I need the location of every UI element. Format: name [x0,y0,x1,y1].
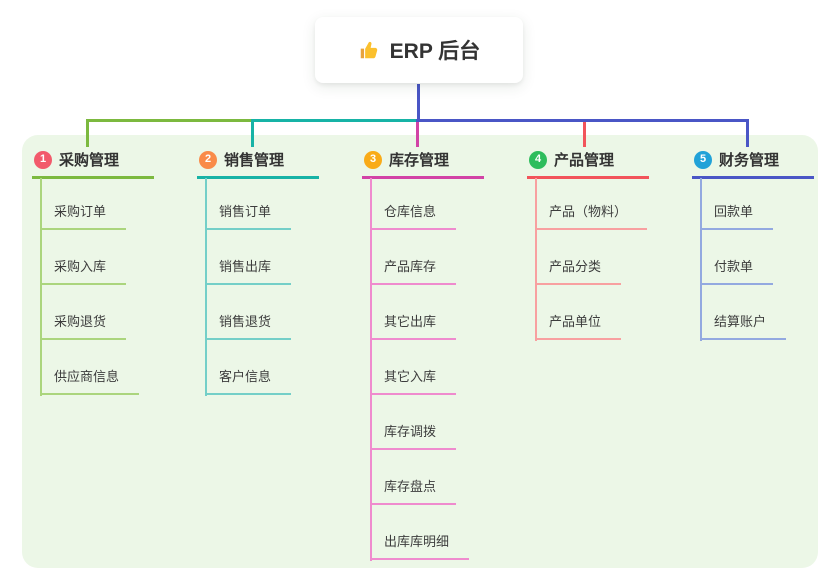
connector-drop-finance [746,119,749,147]
number-badge: 5 [694,150,712,169]
branches-background-panel [22,135,818,568]
child-node[interactable]: 回款单 [700,201,774,230]
connector-drop-inventory [416,122,419,147]
connector-children-line [205,178,207,396]
branch-header-finance[interactable]: 5 财务管理 [692,146,814,179]
connector-drop-product [583,122,586,147]
child-node[interactable]: 其它入库 [370,366,457,395]
connector-children-line [370,178,372,561]
child-node[interactable]: 仓库信息 [370,201,457,230]
connector-rail-right [416,119,749,122]
thumbs-up-icon [358,39,380,61]
branch-purchase: 1 采购管理 采购订单 采购入库 采购退货 供应商信息 [32,146,197,396]
branch-label: 产品管理 [554,152,615,169]
child-node[interactable]: 采购订单 [40,201,127,230]
child-node[interactable]: 付款单 [700,256,774,285]
branch-header-purchase[interactable]: 1 采购管理 [32,146,154,179]
child-node[interactable]: 库存盘点 [370,476,457,505]
child-node[interactable]: 采购退货 [40,311,127,340]
child-node[interactable]: 销售退货 [205,311,292,340]
branch-header-sales[interactable]: 2 销售管理 [197,146,319,179]
root-node[interactable]: ERP 后台 [315,17,523,83]
child-node[interactable]: 库存调拨 [370,421,457,450]
branch-label: 财务管理 [719,152,780,169]
connector-drop-sales [251,119,254,147]
number-badge: 3 [364,150,382,169]
connector-rail-purchase [86,119,253,122]
connector-rail-sales [251,119,418,122]
branch-sales: 2 销售管理 销售订单 销售出库 销售退货 客户信息 [197,146,362,396]
child-node[interactable]: 销售订单 [205,201,292,230]
child-node[interactable]: 出库库明细 [370,531,470,560]
child-node[interactable]: 其它出库 [370,311,457,340]
child-node[interactable]: 采购入库 [40,256,127,285]
branch-inventory: 3 库存管理 仓库信息 产品库存 其它出库 其它入库 库存调拨 库存盘点 出库库… [362,146,527,561]
child-node[interactable]: 结算账户 [700,311,787,340]
connector-children-line [535,178,537,341]
child-node[interactable]: 产品库存 [370,256,457,285]
number-badge: 1 [34,150,52,169]
connector-root-trunk [417,84,420,121]
child-node[interactable]: 产品单位 [535,311,622,340]
connector-children-line [40,178,42,396]
number-badge: 2 [199,150,217,169]
child-node[interactable]: 产品分类 [535,256,622,285]
number-badge: 4 [529,150,547,169]
branch-label: 销售管理 [224,152,285,169]
child-node[interactable]: 客户信息 [205,366,292,395]
connector-drop-purchase [86,119,89,147]
branch-header-product[interactable]: 4 产品管理 [527,146,649,179]
branch-label: 库存管理 [389,152,450,169]
child-node[interactable]: 产品（物料） [535,201,648,230]
root-node-label: ERP 后台 [389,40,481,63]
branch-header-inventory[interactable]: 3 库存管理 [362,146,484,179]
child-node[interactable]: 销售出库 [205,256,292,285]
branch-product: 4 产品管理 产品（物料） 产品分类 产品单位 [527,146,692,341]
branch-finance: 5 财务管理 回款单 付款单 结算账户 [692,146,839,341]
connector-children-line [700,178,702,341]
branch-label: 采购管理 [59,152,120,169]
child-node[interactable]: 供应商信息 [40,366,140,395]
